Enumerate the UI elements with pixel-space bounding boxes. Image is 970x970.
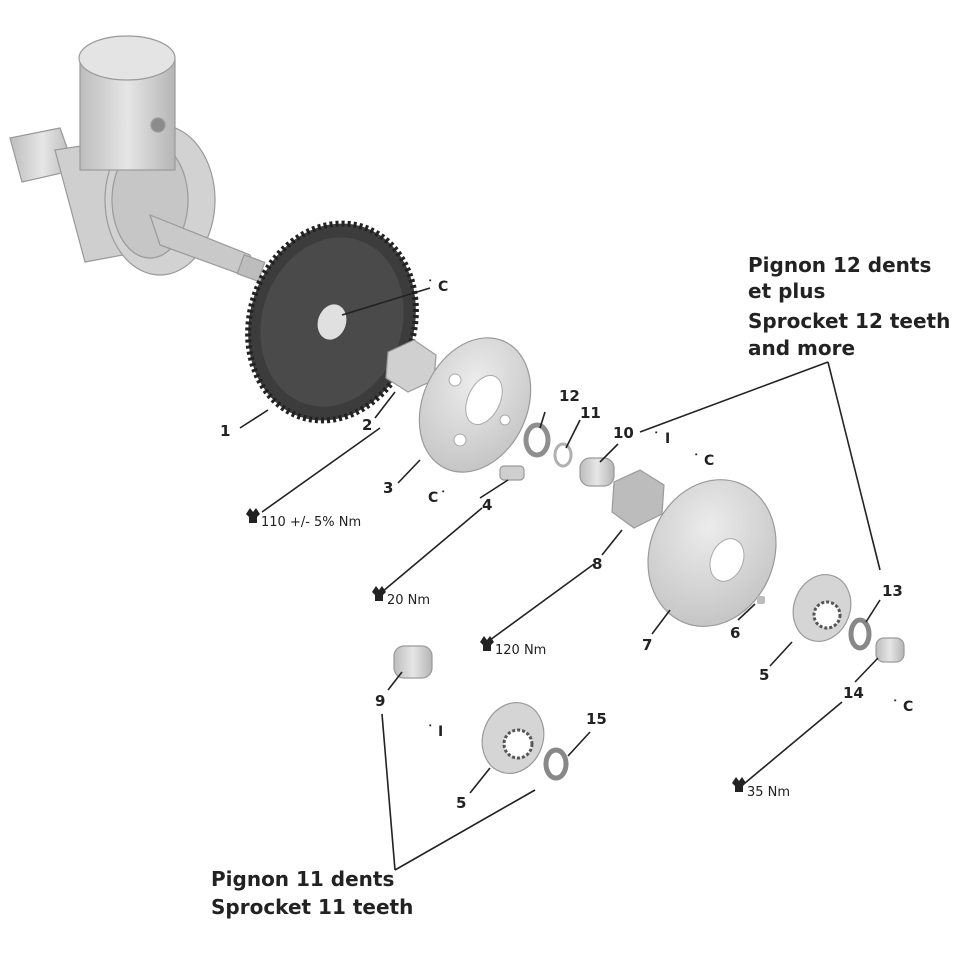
drop-c-part-14-letter: C [903,699,913,715]
drop-c-part-4: C ᐝ [428,489,445,506]
part-label-8: 8 [592,555,602,573]
part-label-1: 1 [220,422,230,440]
drop-c-gear: ᐝ C [428,278,448,295]
torque-110-text: 110 +/- 5% Nm [261,515,361,530]
note-sprocket-11: Pignon 11 dents Sprocket 11 teeth [211,867,413,919]
part-label-10: 10 [613,424,634,442]
svg-text:ᐝ: ᐝ [893,698,897,714]
part-label-6: 6 [730,624,740,642]
bushing-part-14 [875,637,905,663]
pin-part-6 [757,596,765,604]
ring-part-11 [553,442,573,468]
part-label-12: 12 [559,387,580,405]
torque-120: 120 Nm [480,636,546,658]
note-sprocket-12-line-4: and more [748,336,855,360]
svg-text:ᐝ: ᐝ [694,452,698,468]
screw-part-4 [499,465,525,481]
part-label-14: 14 [843,684,864,702]
svg-text:ᐝ: ᐝ [428,723,432,739]
drop-c-part-8: ᐝ C [694,452,714,469]
note-sprocket-12-line-2: et plus [748,279,825,303]
sprocket-part-5-lower [481,702,545,774]
torque-20-text: 20 Nm [387,593,430,608]
wrench-icon [246,508,260,523]
crankshaft-assembly [9,35,266,284]
part-label-11: 11 [580,404,601,422]
part-label-2: 2 [362,416,372,434]
drop-i-part-9: ᐝ I [428,723,443,740]
part-label-4: 4 [482,496,492,514]
wrench-icon [732,777,746,792]
torque-110: 110 +/- 5% Nm [246,508,361,530]
drop-c-part-14: ᐝ C [893,698,913,715]
svg-text:ᐝ: ᐝ [428,278,432,294]
drop-i-part-10: ᐝ I [654,430,670,447]
gear-part-1 [245,220,419,424]
drop-c-gear-letter: C [438,279,448,295]
bushing-part-10 [579,457,615,487]
wrench-icon [480,636,494,651]
drop-c-part-8-letter: C [704,453,714,469]
drum-part-3 [418,337,532,473]
note-sprocket-12-line-3: Sprocket 12 teeth [748,309,950,333]
bushing-part-9 [393,645,433,679]
torque-35: 35 Nm [732,777,790,800]
drop-i-part-10-letter: I [665,431,670,447]
sprocket-part-5-upper [792,574,852,642]
note-sprocket-11-line-1: Pignon 11 dents [211,867,394,891]
svg-text:ᐝ: ᐝ [441,489,445,505]
part-label-3: 3 [383,479,393,497]
part-label-5-upper: 5 [759,666,769,684]
drop-i-part-9-letter: I [438,724,443,740]
torque-120-text: 120 Nm [495,643,546,658]
part-label-9: 9 [375,692,385,710]
cover-part-7 [647,479,777,627]
torque-20: 20 Nm [372,586,430,608]
part-label-15: 15 [586,710,607,728]
part-label-5-lower: 5 [456,794,466,812]
part-number-labels: 1 2 3 4 5 5 6 7 8 9 10 11 12 13 14 15 [220,387,903,812]
note-sprocket-12: Pignon 12 dents et plus Sprocket 12 teet… [748,253,950,360]
svg-text:ᐝ: ᐝ [654,430,658,446]
nut-part-8 [611,469,665,529]
washer-part-12 [523,422,551,458]
torque-35-text: 35 Nm [747,785,790,800]
part-label-13: 13 [882,582,903,600]
note-sprocket-11-line-2: Sprocket 11 teeth [211,895,413,919]
washer-part-15 [543,747,569,781]
leader-lines [239,287,881,871]
torque-specs: 110 +/- 5% Nm 20 Nm 120 Nm 35 Nm [246,508,790,800]
part-label-7: 7 [642,636,652,654]
wrench-icon [372,586,386,601]
note-sprocket-12-line-1: Pignon 12 dents [748,253,931,277]
drop-c-part-4-letter: C [428,490,438,506]
lubricant-symbols: ᐝ C ᐝ I ᐝ C C ᐝ ᐝ I ᐝ C [428,278,913,740]
washer-part-13 [848,617,872,651]
